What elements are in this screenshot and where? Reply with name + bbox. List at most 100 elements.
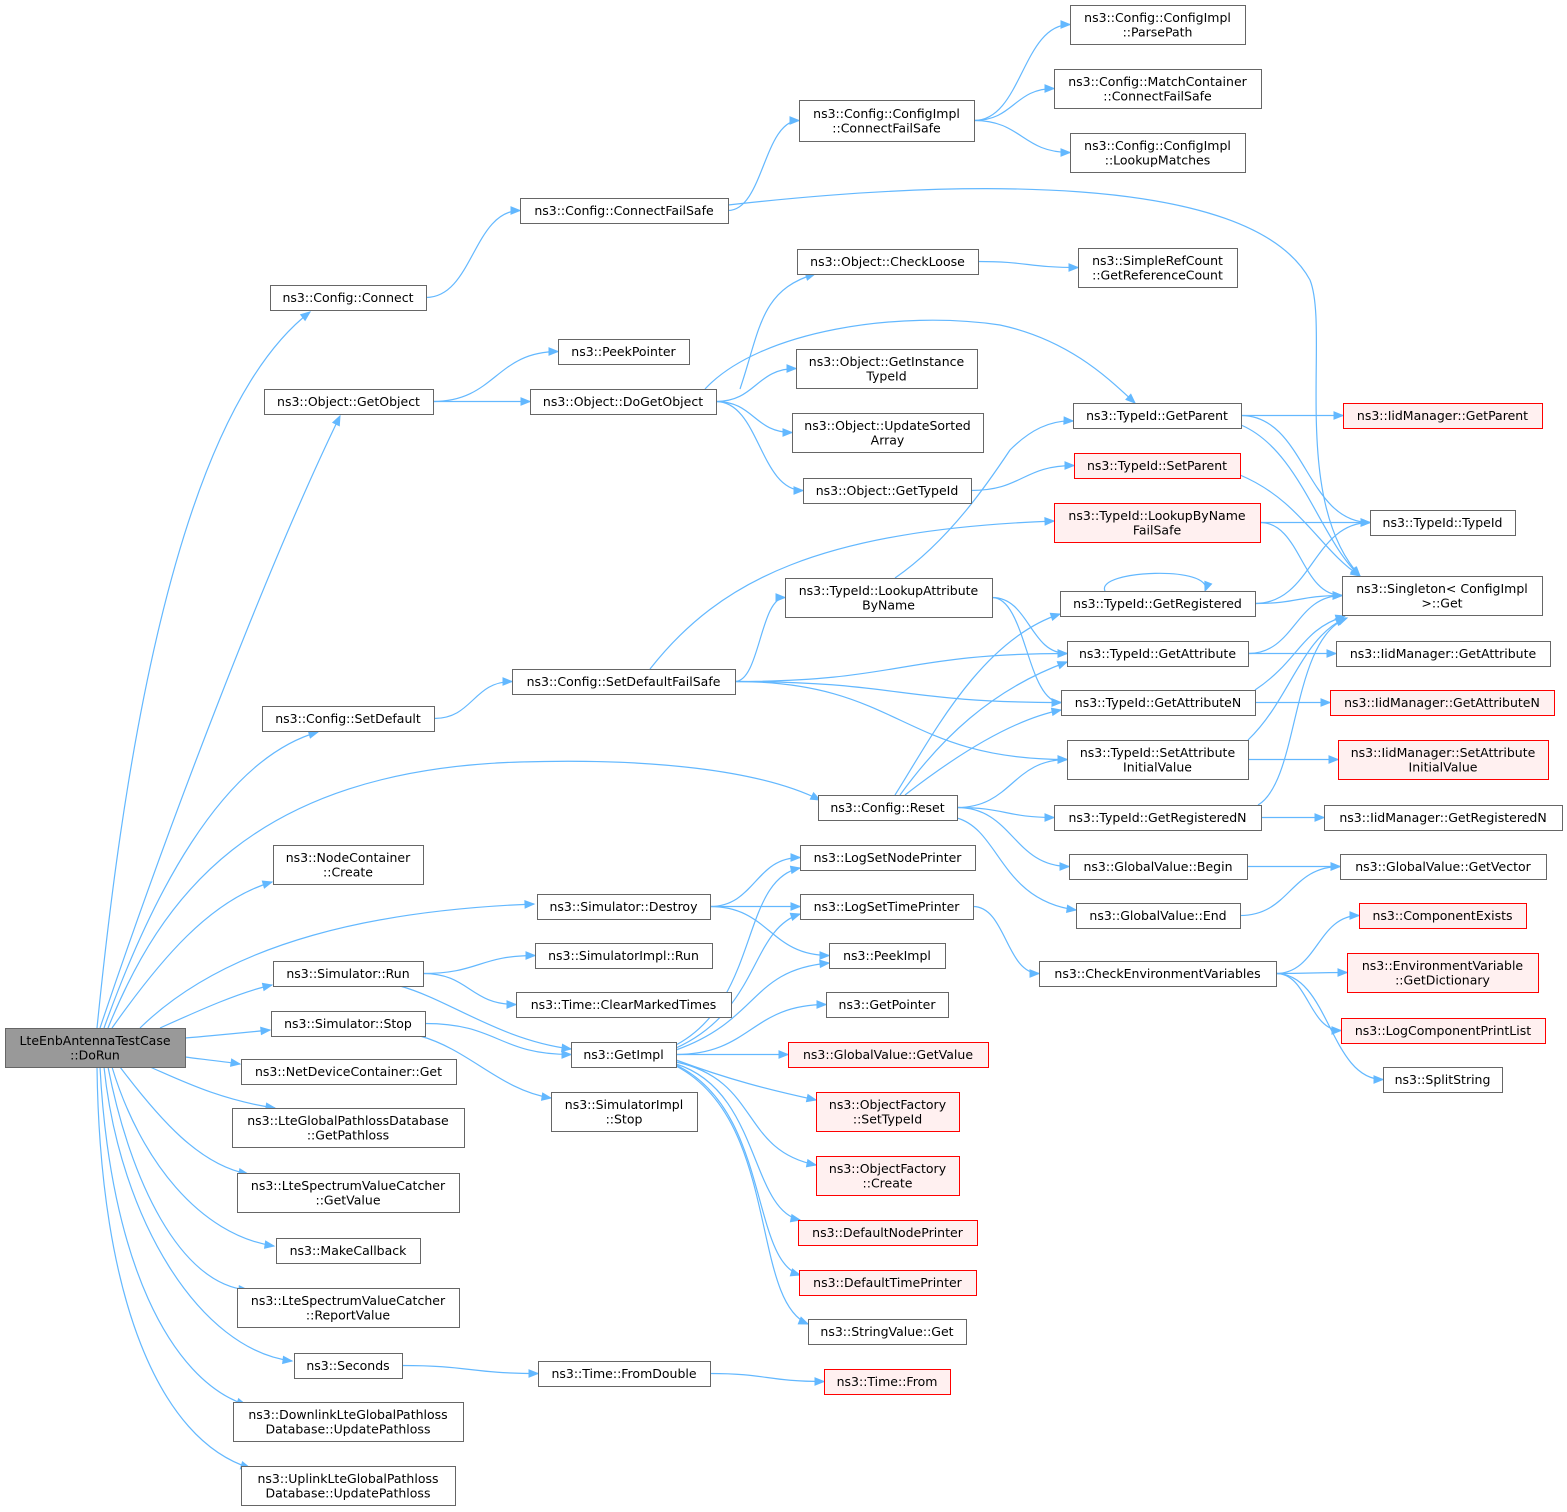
- node-nodeContainerCreate[interactable]: ns3::NodeContainer::Create: [273, 845, 424, 885]
- node-iidSetAttrInit[interactable]: ns3::IidManager::SetAttributeInitialValu…: [1338, 740, 1549, 780]
- node-getPointer[interactable]: ns3::GetPointer: [826, 992, 949, 1018]
- edge-gvEnd-to-gvGetVector: [1239, 865, 1341, 917]
- node-ulUpdate[interactable]: ns3::UplinkLteGlobalPathlossDatabase::Up…: [241, 1466, 456, 1506]
- arrowhead-typeIdGetRegisteredN-to-singletonGet: [1336, 617, 1349, 626]
- node-singletonGet[interactable]: ns3::Singleton< ConfigImpl >::Get: [1342, 576, 1543, 616]
- node-ndcGet[interactable]: ns3::NetDeviceContainer::Get: [241, 1059, 457, 1085]
- node-ofCreate[interactable]: ns3::ObjectFactory::Create: [816, 1156, 960, 1196]
- call-edges: [96, 23, 1384, 1469]
- node-componentExists[interactable]: ns3::ComponentExists: [1359, 903, 1527, 929]
- node-simStop[interactable]: ns3::Simulator::Stop: [271, 1011, 426, 1037]
- node-logComponentPrintList[interactable]: ns3::LogComponentPrintList: [1341, 1018, 1546, 1044]
- node-label-line: ns3::Config::ConfigImpl: [813, 106, 960, 121]
- node-gvGetVector[interactable]: ns3::GlobalValue::GetVector: [1340, 854, 1547, 880]
- node-seconds[interactable]: ns3::Seconds: [294, 1353, 403, 1379]
- edge-getImpl-to-ofCreate: [675, 1061, 817, 1166]
- edge-configImplConnectFailSafe-to-configImplParsePath: [973, 23, 1071, 122]
- node-iidGetRegisteredN[interactable]: ns3::IidManager::GetRegisteredN: [1324, 805, 1563, 831]
- node-stringValueGet[interactable]: ns3::StringValue::Get: [808, 1319, 967, 1345]
- node-configImplLookupMatches[interactable]: ns3::Config::ConfigImpl::LookupMatches: [1070, 133, 1246, 173]
- node-typeIdGetAttribute[interactable]: ns3::TypeId::GetAttribute: [1067, 641, 1249, 667]
- node-logSetTimePrinter[interactable]: ns3::LogSetTimePrinter: [800, 894, 974, 920]
- node-envVarGetDict[interactable]: ns3::EnvironmentVariable::GetDictionary: [1347, 953, 1539, 993]
- edge-getImpl-to-ofSetTypeId: [675, 1059, 817, 1101]
- arrowhead-typeIdLookupAttr-to-typeIdGetParent: [1063, 416, 1075, 425]
- edge-configConnectFailSafe-to-singletonGet: [727, 188, 1361, 577]
- node-configConnect[interactable]: ns3::Config::Connect: [270, 285, 427, 311]
- node-dlUpdate[interactable]: ns3::DownlinkLteGlobalPathlossDatabase::…: [233, 1402, 464, 1442]
- node-box: [1054, 503, 1261, 543]
- node-typeIdGetRegisteredN[interactable]: ns3::TypeId::GetRegisteredN: [1054, 805, 1262, 831]
- node-configImplParsePath[interactable]: ns3::Config::ConfigImpl::ParsePath: [1070, 5, 1246, 45]
- node-ofSetTypeId[interactable]: ns3::ObjectFactory::SetTypeId: [816, 1092, 960, 1132]
- node-label-line: ns3::IidManager::GetAttributeN: [1344, 695, 1540, 710]
- node-gvEnd[interactable]: ns3::GlobalValue::End: [1076, 903, 1241, 929]
- edge-typeIdGetRegistered-to-singletonGet: [1254, 594, 1343, 605]
- node-splitString[interactable]: ns3::SplitString: [1383, 1067, 1503, 1093]
- edge-root-to-configConnect: [96, 311, 311, 1029]
- node-simImplRun[interactable]: ns3::SimulatorImpl::Run: [535, 943, 713, 969]
- node-label-line: ns3::SimulatorImpl: [565, 1097, 683, 1112]
- node-checkEnvVars[interactable]: ns3::CheckEnvironmentVariables: [1039, 961, 1277, 987]
- node-typeIdGetAttributeN[interactable]: ns3::TypeId::GetAttributeN: [1061, 690, 1256, 716]
- node-defaultTimePrinter[interactable]: ns3::DefaultTimePrinter: [799, 1270, 977, 1296]
- node-timeClearMarked[interactable]: ns3::Time::ClearMarkedTimes: [516, 992, 732, 1018]
- node-getImpl[interactable]: ns3::GetImpl: [571, 1042, 677, 1068]
- node-box: [5, 1028, 186, 1068]
- node-simImplStop[interactable]: ns3::SimulatorImpl::Stop: [551, 1092, 698, 1132]
- node-box: [1073, 403, 1242, 429]
- node-logSetNodePrinter[interactable]: ns3::LogSetNodePrinter: [800, 845, 976, 871]
- node-matchContainerConnect[interactable]: ns3::Config::MatchContainer::ConnectFail…: [1054, 69, 1262, 109]
- node-makeCallback[interactable]: ns3::MakeCallback: [276, 1238, 421, 1264]
- node-typeIdTypeId[interactable]: ns3::TypeId::TypeId: [1370, 510, 1516, 536]
- edge-configImplConnectFailSafe-to-matchContainerConnect: [973, 87, 1055, 122]
- node-catcherReport[interactable]: ns3::LteSpectrumValueCatcher::ReportValu…: [237, 1288, 460, 1328]
- node-box: [276, 1238, 421, 1264]
- node-simDestroy[interactable]: ns3::Simulator::Destroy: [537, 894, 711, 920]
- node-defaultNodePrinter[interactable]: ns3::DefaultNodePrinter: [798, 1220, 978, 1246]
- arrowhead-getImpl-to-defaultNodePrinter: [789, 1213, 802, 1223]
- node-objDoGetObject[interactable]: ns3::Object::DoGetObject: [530, 389, 717, 415]
- node-configSetDefaultFailSafe[interactable]: ns3::Config::SetDefaultFailSafe: [512, 669, 736, 695]
- node-iidGetParent[interactable]: ns3::IidManager::GetParent: [1343, 403, 1543, 429]
- node-label-line: ns3::GlobalValue::GetValue: [803, 1047, 973, 1062]
- node-typeIdGetParent[interactable]: ns3::TypeId::GetParent: [1073, 403, 1242, 429]
- node-lteGetPathloss[interactable]: ns3::LteGlobalPathlossDatabase::GetPathl…: [232, 1108, 465, 1148]
- node-configReset[interactable]: ns3::Config::Reset: [818, 795, 958, 821]
- node-timeFromDouble[interactable]: ns3::Time::FromDouble: [538, 1361, 711, 1387]
- node-objCheckLoose[interactable]: ns3::Object::CheckLoose: [797, 249, 979, 275]
- arrowhead-configReset-to-typeIdGetAttribute: [1056, 661, 1069, 670]
- edge-typeIdLookupAttr-to-typeIdGetParent: [894, 420, 1074, 579]
- node-iidGetAttributeN[interactable]: ns3::IidManager::GetAttributeN: [1330, 690, 1555, 716]
- node-configImplConnectFailSafe[interactable]: ns3::Config::ConfigImpl::ConnectFailSafe: [799, 100, 975, 142]
- arrowhead-objDoGetObject-to-objGetTypeId: [793, 486, 805, 495]
- node-simRun[interactable]: ns3::Simulator::Run: [273, 961, 424, 987]
- node-typeIdSetParent[interactable]: ns3::TypeId::SetParent: [1074, 453, 1241, 479]
- node-gvGetValue[interactable]: ns3::GlobalValue::GetValue: [788, 1042, 989, 1068]
- edge-root-to-dlUpdate: [99, 1066, 247, 1406]
- node-catcherGetValue[interactable]: ns3::LteSpectrumValueCatcher::GetValue: [237, 1173, 460, 1213]
- node-peekPointer[interactable]: ns3::PeekPointer: [558, 339, 690, 365]
- node-objGetTypeId[interactable]: ns3::Object::GetTypeId: [803, 478, 972, 504]
- node-label-line: ns3::Config::SetDefault: [275, 711, 421, 726]
- node-label-line: Database::UpdatePathloss: [266, 1485, 431, 1500]
- node-objGetObject[interactable]: ns3::Object::GetObject: [264, 389, 434, 415]
- node-label-line: ns3::GlobalValue::Begin: [1083, 859, 1232, 874]
- node-label-line: ns3::LteSpectrumValueCatcher: [251, 1178, 446, 1193]
- node-typeIdGetRegistered[interactable]: ns3::TypeId::GetRegistered: [1060, 591, 1256, 617]
- node-iidGetAttribute[interactable]: ns3::IidManager::GetAttribute: [1336, 641, 1551, 667]
- node-peekImpl[interactable]: ns3::PeekImpl: [829, 943, 946, 969]
- node-configConnectFailSafe[interactable]: ns3::Config::ConnectFailSafe: [520, 198, 729, 224]
- node-simpleRefCount[interactable]: ns3::SimpleRefCount::GetReferenceCount: [1078, 248, 1238, 288]
- node-gvBegin[interactable]: ns3::GlobalValue::Begin: [1069, 854, 1248, 880]
- node-timeFrom[interactable]: ns3::Time::From: [824, 1369, 951, 1395]
- node-configSetDefault[interactable]: ns3::Config::SetDefault: [262, 706, 435, 732]
- node-label-line: ::GetReferenceCount: [1092, 267, 1223, 282]
- edge-configReset-to-typeIdGetRegisteredN: [956, 806, 1055, 819]
- node-label-line: ns3::Config::ConfigImpl: [1084, 138, 1231, 153]
